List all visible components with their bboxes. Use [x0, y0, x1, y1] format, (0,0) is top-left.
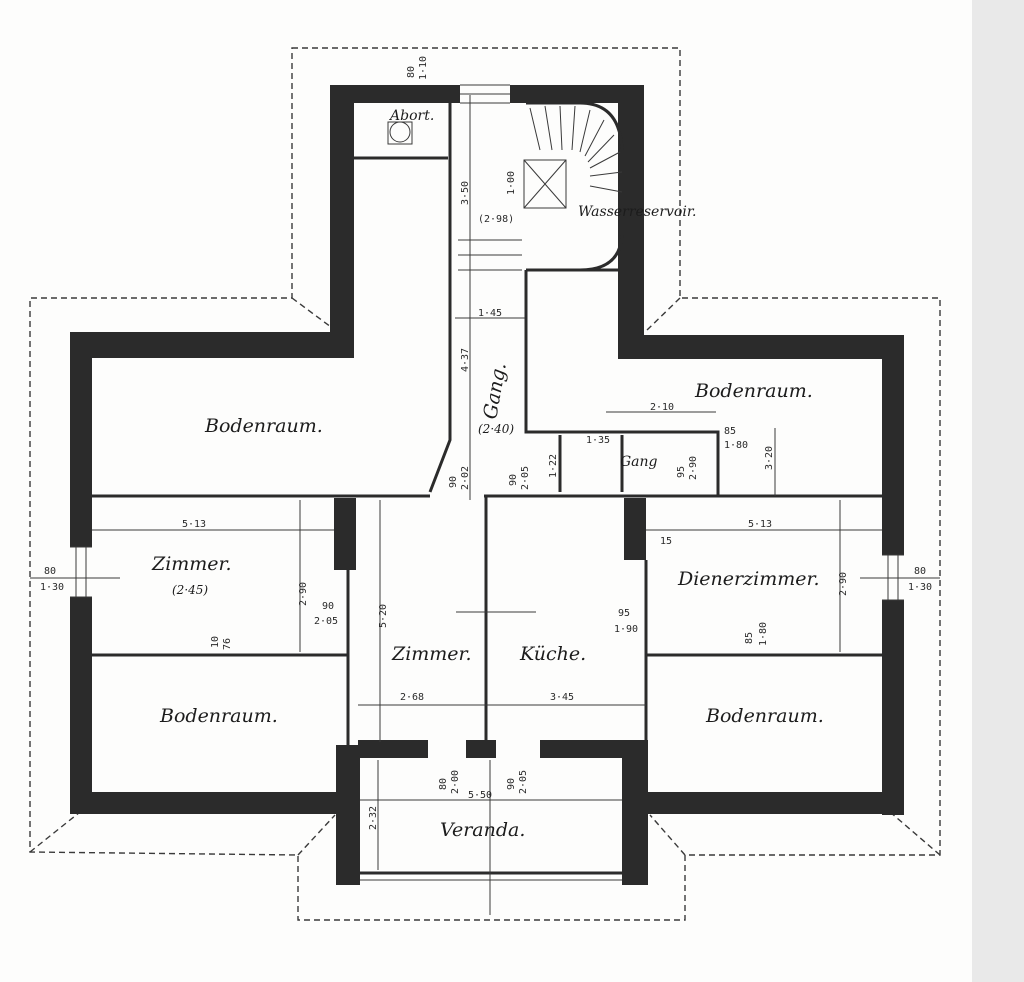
dimension-labels: 80 1·10 3·50 (2·98) 1·00 1·45 4·37 2·10 …	[40, 56, 932, 830]
dim-label: (2·98)	[478, 214, 514, 225]
north-window	[460, 84, 510, 104]
dim-label: 1·22	[548, 454, 559, 478]
zimmer-left-label: Zimmer.	[151, 553, 232, 575]
paper-edge	[972, 0, 1024, 982]
dim-label: 2·05	[518, 770, 529, 794]
dim-label: 2·68	[400, 692, 424, 703]
dim-label: 85	[744, 632, 755, 644]
dienerzimmer-label: Dienerzimmer.	[677, 568, 820, 590]
outer-walls	[70, 85, 904, 885]
dim-label: 80	[438, 778, 449, 790]
roof-hip-lines	[29, 297, 941, 856]
bodenraum-left-label: Bodenraum.	[204, 415, 323, 437]
bodenraum-bottom-left-label: Bodenraum.	[159, 705, 278, 727]
dim-label: 2·90	[298, 582, 309, 606]
water-reservoir-label: Wasserreservoir.	[578, 204, 696, 220]
dim-label: 2·05	[314, 616, 338, 627]
dim-label: 15	[660, 536, 672, 547]
zimmer-left-dim: (2·45)	[172, 583, 208, 597]
dim-label: 95	[618, 608, 630, 619]
dim-label: 1·80	[724, 440, 748, 451]
dim-label: 1·80	[758, 622, 769, 646]
dim-label: 2·02	[460, 466, 471, 490]
zimmer-center-label: Zimmer.	[391, 643, 472, 665]
dim-label: 90	[448, 476, 459, 488]
dim-label: 5·13	[182, 519, 206, 530]
dim-label: 2·90	[688, 456, 699, 480]
dim-label: 2·10	[650, 402, 674, 413]
gang-main-dim: (2·40)	[478, 422, 514, 436]
dim-label: 4·37	[460, 348, 471, 372]
kuche-label: Küche.	[519, 643, 586, 665]
veranda-label: Veranda.	[440, 819, 525, 841]
staircase	[458, 101, 624, 272]
dim-label: 76	[222, 638, 233, 650]
dim-label: 2·90	[838, 572, 849, 596]
dim-label: 1·30	[40, 582, 64, 593]
dim-label: 5·20	[378, 604, 389, 628]
dim-label: 3·20	[764, 446, 775, 470]
dim-label: 80	[406, 66, 417, 78]
dim-label: 3·45	[550, 692, 574, 703]
abort-label: Abort.	[388, 108, 434, 124]
dim-label: 2·05	[520, 466, 531, 490]
dim-label: 2·00	[450, 770, 461, 794]
dim-label: 90	[506, 778, 517, 790]
roof-outline	[29, 47, 941, 921]
dim-label: 80	[44, 566, 56, 577]
dim-label: 10	[210, 636, 221, 648]
dim-label: 1·10	[418, 56, 429, 80]
dim-label: 2·32	[368, 806, 379, 830]
toilet-fixture	[387, 121, 413, 145]
gang-main-label: Gang.	[479, 361, 511, 421]
dim-label: 5·13	[748, 519, 772, 530]
dim-label: 80	[914, 566, 926, 577]
dimension-lines	[30, 95, 940, 915]
dim-label: 1·35	[586, 435, 610, 446]
dim-label: 3·50	[460, 181, 471, 205]
dim-label: 90	[508, 474, 519, 486]
dim-label: 1·90	[614, 624, 638, 635]
partitions	[92, 103, 882, 881]
bodenraum-right-top-label: Bodenraum.	[694, 380, 813, 402]
dim-label: 90	[322, 601, 334, 612]
dim-label: 1·00	[506, 171, 517, 195]
dim-label: 85	[724, 426, 736, 437]
bodenraum-bottom-right-label: Bodenraum.	[705, 705, 824, 727]
dim-label: 1·45	[478, 308, 502, 319]
gang-small-label: Gang	[620, 454, 658, 470]
dim-label: 5·50	[468, 790, 492, 801]
dim-label: 1·30	[908, 582, 932, 593]
dim-label: 95	[676, 466, 687, 478]
